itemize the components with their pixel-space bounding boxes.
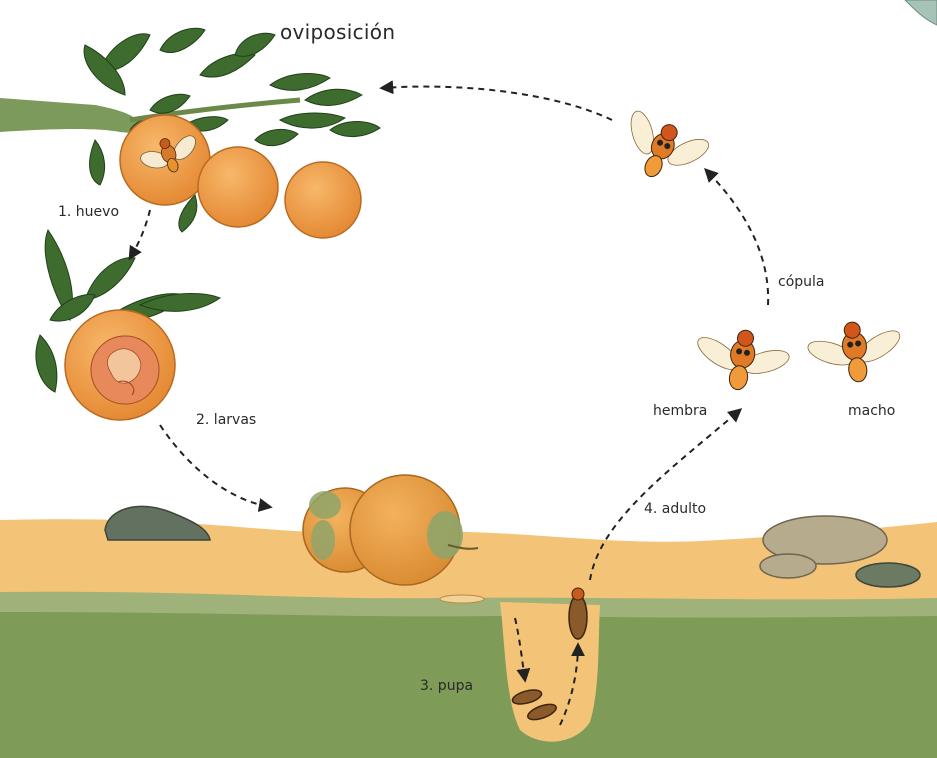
label-copulation: cópula [778, 274, 825, 290]
label-female: hembra [653, 403, 707, 419]
orange-2 [198, 147, 278, 227]
fly-female [687, 322, 796, 399]
rock-right-small [760, 554, 816, 578]
orange-3 [285, 162, 361, 238]
rock-left [105, 506, 210, 540]
label-male: macho [848, 403, 895, 419]
larva-orange [65, 310, 175, 420]
title-oviposition: oviposición [280, 20, 395, 44]
label-stage-adult: 4. adulto [644, 501, 706, 517]
oranges-top [120, 115, 361, 238]
fly-flying [607, 101, 718, 196]
label-stage-larvae: 2. larvas [196, 412, 256, 428]
arrow-oviposition [382, 87, 612, 120]
fly-male [801, 315, 909, 388]
crawling-larva [440, 595, 484, 603]
arrow-larvae-to-fall [160, 425, 270, 507]
label-stage-egg: 1. huevo [58, 204, 119, 220]
arrow-mating-to-flight [706, 170, 768, 305]
label-stage-pupa: 3. pupa [420, 678, 473, 694]
arrow-egg-to-larvae [130, 210, 150, 258]
corner-decoration [905, 0, 937, 25]
rock-right-green [856, 563, 920, 587]
